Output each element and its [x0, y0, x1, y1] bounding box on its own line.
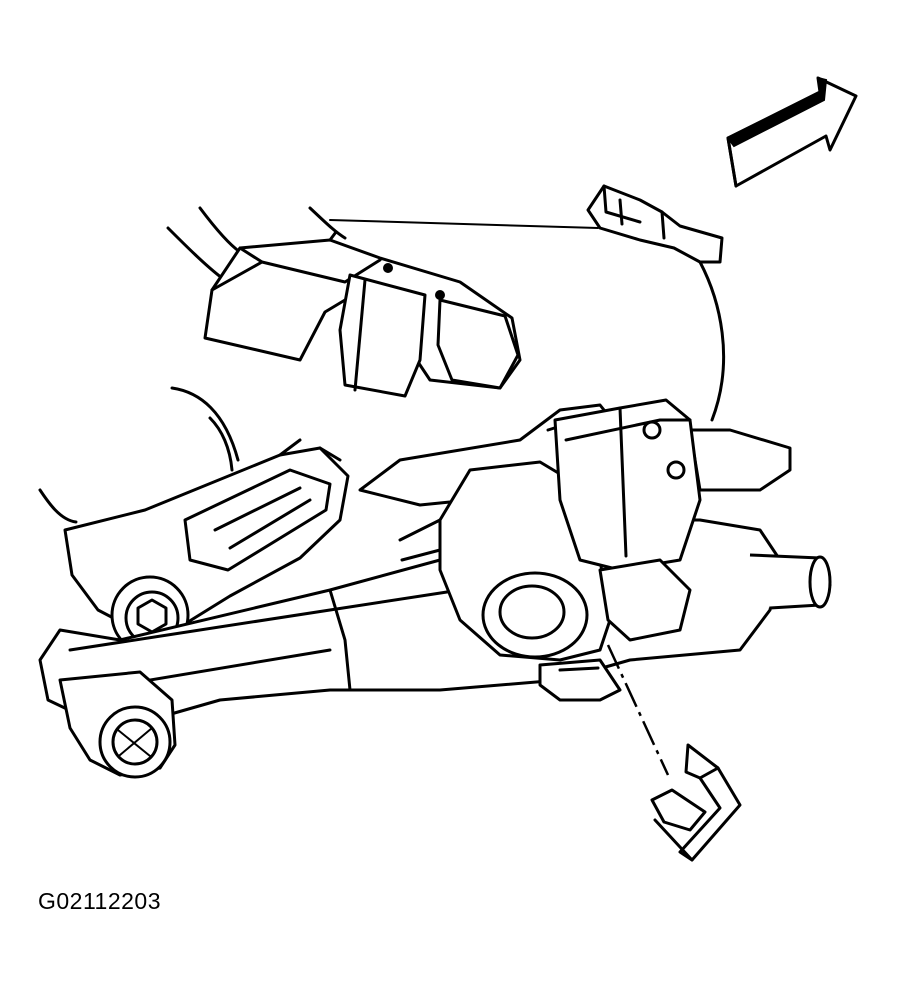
shaft-end: [58, 670, 177, 779]
figure-code: G02112203: [38, 888, 162, 914]
arrow-icon: [726, 76, 858, 188]
upper-cover: [166, 206, 522, 398]
wire: [329, 219, 726, 422]
left-trim: [38, 386, 240, 524]
ignition-switch: [553, 398, 702, 642]
top-clip: [586, 184, 724, 264]
retaining-clip: [650, 743, 742, 862]
switch-connector: [538, 658, 622, 702]
alignment-line: [606, 644, 670, 776]
